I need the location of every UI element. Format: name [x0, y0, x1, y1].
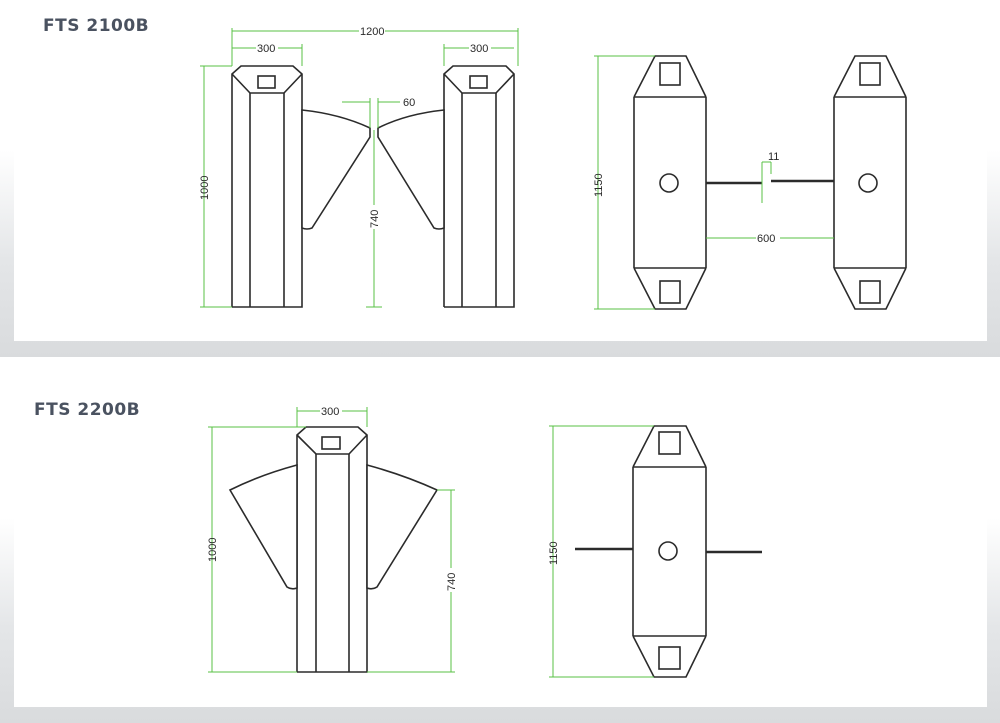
right-cabinet: [443, 65, 515, 308]
right-unit-top: [833, 55, 907, 310]
left-flap: [228, 463, 298, 590]
dimension-lines: [208, 407, 455, 673]
unit-top: [632, 425, 707, 678]
dimension-lines: [200, 28, 519, 308]
right-flap: [377, 109, 445, 230]
left-flap: [301, 109, 371, 230]
front-view-2100b: 1200 1200 300 300 1000 60 740: [199, 25, 519, 308]
dim-length: 1150: [548, 541, 560, 565]
top-view-2100b: 1150 11 600: [593, 55, 907, 310]
right-flap: [366, 463, 439, 590]
cabinet: [296, 426, 368, 673]
model-title: FTS 2100B: [43, 16, 150, 36]
dim-spacing: 600: [757, 233, 775, 245]
dimension-lines: [549, 425, 654, 678]
model-panel-fts-2200b: [0, 368, 1000, 723]
dim-left-width: 300: [257, 43, 275, 55]
dim-flap-gap: 60: [403, 97, 415, 109]
front-view-2200b: 300 1000 740: [207, 405, 458, 673]
dim-height: 1000: [207, 538, 219, 562]
left-unit-top: [633, 55, 707, 310]
dim-flap-height: 740: [446, 573, 458, 591]
dim-overall-width-label: 1200: [360, 26, 384, 38]
model-title: FTS 2200B: [34, 400, 141, 420]
dim-height: 1000: [199, 176, 211, 200]
left-cabinet: [231, 65, 303, 308]
dim-length: 1150: [593, 173, 605, 197]
dim-flap-height: 740: [369, 210, 381, 228]
panel-divider: [0, 357, 1000, 368]
top-view-2200b: 1150: [548, 425, 762, 678]
drawing-sheet: [14, 0, 987, 341]
dim-arm-gap: 11: [768, 151, 779, 163]
dim-right-width: 300: [470, 43, 488, 55]
dim-width: 300: [321, 406, 339, 418]
drawing-sheet: [14, 368, 987, 707]
